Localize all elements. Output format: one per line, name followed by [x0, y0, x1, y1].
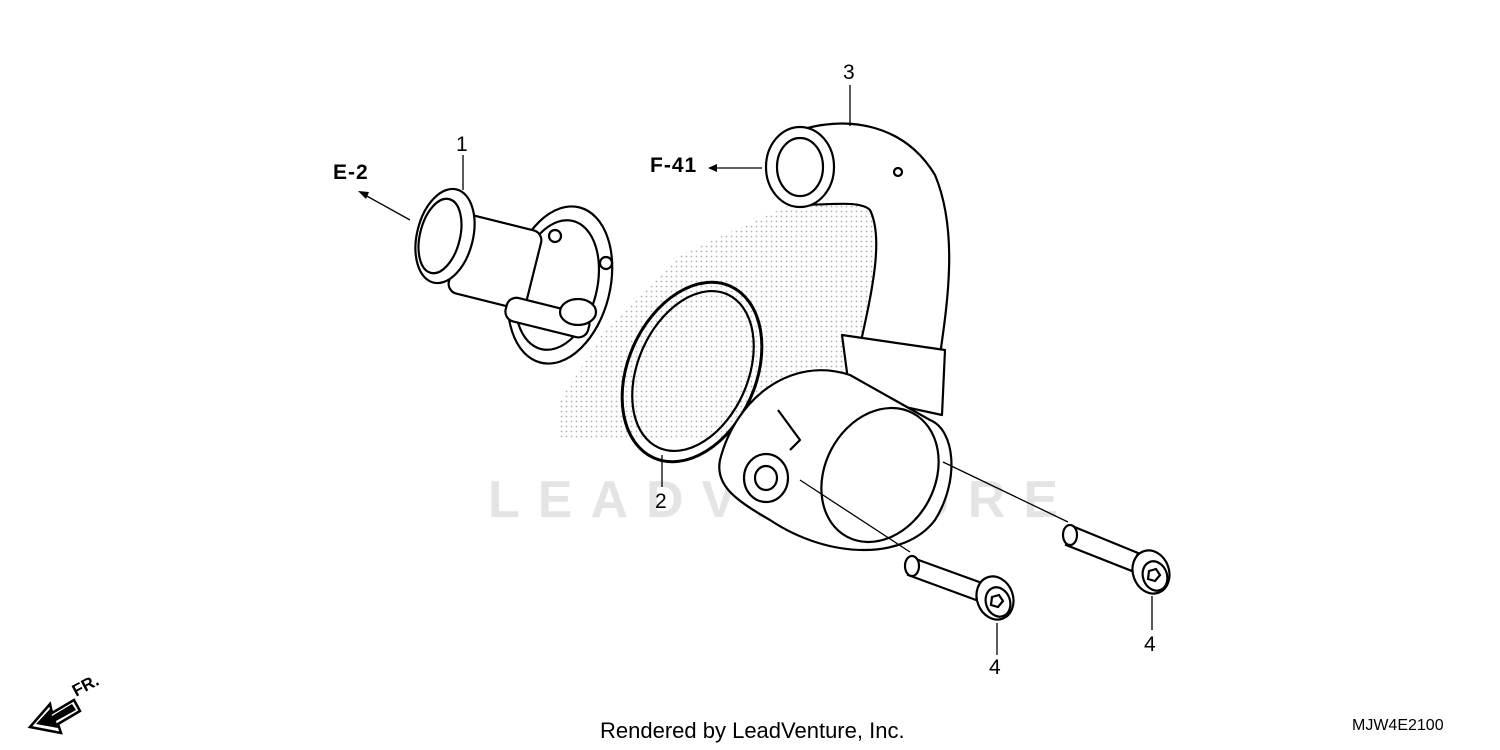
thermostat-housing-part[interactable] [718, 122, 961, 563]
reference-e2[interactable]: E-2 [333, 161, 369, 184]
footer-credit: Rendered by LeadVenture, Inc. [600, 718, 905, 743]
callout-part-4-right: 4 [1144, 633, 1156, 656]
bolt-part-right[interactable] [1061, 523, 1175, 599]
o-ring-part[interactable] [595, 260, 788, 484]
thermostat-part[interactable] [406, 183, 628, 375]
callout-part-3: 3 [843, 61, 855, 84]
callout-part-1: 1 [456, 133, 468, 156]
front-direction-arrow-icon [27, 698, 82, 735]
leader-lines [364, 85, 1153, 655]
callout-part-4-left: 4 [989, 656, 1001, 679]
bolt-part-left[interactable] [903, 554, 1019, 625]
diagram-code: MJW4E2100 [1352, 717, 1444, 734]
arrowheads [358, 164, 717, 199]
reference-f41[interactable]: F-41 [650, 154, 698, 177]
callout-part-2: 2 [655, 490, 667, 513]
